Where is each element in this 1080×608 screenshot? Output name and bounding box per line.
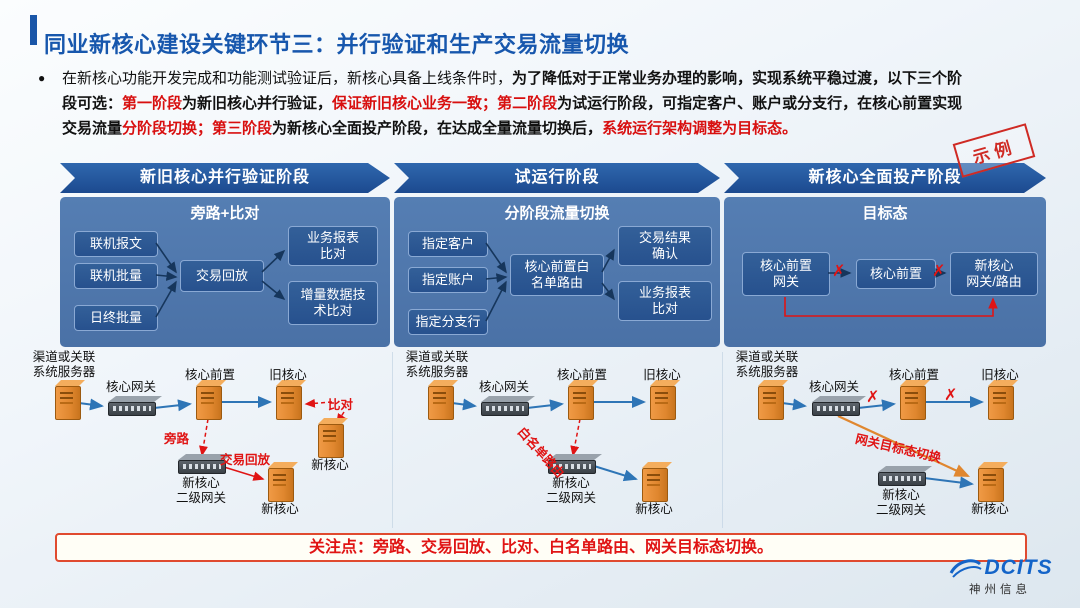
network-switch-icon: [178, 460, 226, 474]
new-core-label: 新核心: [635, 502, 673, 516]
intro-seg: 为新旧核心并行验证，: [182, 95, 333, 112]
old-core-label: 旧核心: [269, 368, 307, 382]
replay-label: 交易回放: [220, 453, 271, 467]
flow-box: 核心前置: [856, 259, 936, 289]
old-core-label: 旧核心: [643, 368, 681, 382]
output-box: 业务报表 比对: [288, 226, 378, 266]
logo-swoosh-icon: [949, 559, 982, 578]
core-gateway-label: 核心网关: [478, 380, 529, 394]
input-box: 联机批量: [74, 263, 158, 289]
new-core-label: 新核心: [971, 502, 1009, 516]
output-box: 增量数据技 术比对: [288, 281, 378, 325]
intro-seg: 为试运行阶段，可指定客户、账户或分支行，在核心前置实现交易流量: [62, 95, 963, 137]
blocked-x-icon: ✗: [832, 263, 846, 280]
server-icon: [642, 468, 668, 502]
logo-company-name: 神州信息: [969, 584, 1031, 596]
core-front-label: 核心前置: [556, 368, 607, 382]
input-box: 指定账户: [408, 267, 488, 293]
bullet-icon: ●: [38, 71, 46, 85]
panel-title-3: 目标态: [862, 205, 908, 222]
blocked-x-icon: ✗: [944, 387, 958, 404]
source-server-label: 渠道或关联 系统服务器: [405, 350, 469, 379]
network-switch-icon: [878, 472, 926, 486]
flow-box: 新核心 网关/路由: [950, 252, 1038, 296]
output-box: 业务报表 比对: [618, 281, 712, 321]
output-box: 交易结果 确认: [618, 226, 712, 266]
server-icon: [978, 468, 1004, 502]
stage-header-3: 新核心全面投产阶段: [724, 163, 1046, 193]
blocked-x-icon: ✗: [932, 263, 946, 280]
whitelist-route-label: 白名单路由: [514, 424, 567, 481]
server-icon: [55, 386, 81, 420]
column-divider: [392, 352, 393, 528]
intro-seg: 为了降低对于正常业务办理的影响，实现系统平稳过渡，以下三个阶段可选：: [62, 70, 963, 112]
column-divider: [722, 352, 723, 528]
source-server-label: 渠道或关联 系统服务器: [735, 350, 799, 379]
intro-seg: 分阶段切换；: [122, 120, 213, 137]
logo-text: DCITS: [984, 556, 1053, 579]
page-title: 同业新核心建设关键环节三：并行验证和生产交易流量切换: [44, 31, 630, 57]
stage-panel-1: 旁路+比对 联机报文 联机批量 日终批量 交易回放 业务报表 比对 增量数据技 …: [60, 197, 390, 347]
secondary-gateway-label: 新核心 二级网关: [545, 476, 596, 505]
intro-seg: 第一阶段: [122, 95, 183, 112]
server-icon: [318, 424, 344, 458]
server-icon: [758, 386, 784, 420]
stage-panel-2: 分阶段流量切换 指定客户 指定账户 指定分支行 核心前置白 名单路由 交易结果 …: [394, 197, 720, 347]
server-icon: [268, 468, 294, 502]
old-core-label: 旧核心: [981, 368, 1019, 382]
core-gateway-label: 核心网关: [105, 380, 156, 394]
network-switch-icon: [108, 402, 156, 416]
core-front-label: 核心前置: [184, 368, 235, 382]
input-box: 日终批量: [74, 305, 158, 331]
new-core-label: 新核心: [311, 458, 349, 472]
intro-seg: 为新核心全面投产阶段，在达成全量流量切换后，: [272, 120, 603, 137]
compare-label: 比对: [328, 398, 354, 412]
server-icon: [988, 386, 1014, 420]
stage-panel-3: 目标态 核心前置 网关 核心前置 新核心 网关/路由: [724, 197, 1046, 347]
network-switch-icon: [481, 402, 529, 416]
process-box: 核心前置白 名单路由: [510, 254, 604, 296]
intro-paragraph: 在新核心功能开发完成和功能测试验证后，新核心具备上线条件时，为了降低对于正常业务…: [62, 66, 974, 141]
new-core-label: 新核心: [261, 502, 299, 516]
focus-note-banner: 关注点：旁路、交易回放、比对、白名单路由、网关目标态切换。: [55, 533, 1027, 562]
stage-header-1: 新旧核心并行验证阶段: [60, 163, 390, 193]
intro-seg: 系统运行架构调整为目标态。: [602, 120, 798, 137]
title-accent-bar: [30, 15, 37, 45]
input-box: 指定客户: [408, 231, 488, 257]
panel-title-2: 分阶段流量切换: [504, 205, 610, 222]
intro-seg: 在新核心功能开发完成和功能测试验证后，新核心具备上线条件时，: [62, 70, 513, 87]
blocked-x-icon: ✗: [866, 389, 880, 406]
intro-seg: 第二阶段: [497, 95, 558, 112]
intro-seg: 第三阶段: [212, 120, 273, 137]
server-icon: [568, 386, 594, 420]
secondary-gateway-label: 新核心 二级网关: [875, 488, 926, 517]
stage-header-2: 试运行阶段: [394, 163, 720, 193]
core-gateway-label: 核心网关: [808, 380, 859, 394]
server-icon: [900, 386, 926, 420]
bypass-label: 旁路: [164, 432, 190, 446]
flow-box: 核心前置 网关: [742, 252, 830, 296]
network-switch-icon: [812, 402, 860, 416]
server-icon: [196, 386, 222, 420]
intro-seg: 保证新旧核心业务一致；: [332, 95, 498, 112]
process-box: 交易回放: [180, 260, 264, 292]
source-server-label: 渠道或关联 系统服务器: [32, 350, 96, 379]
server-icon: [428, 386, 454, 420]
input-box: 联机报文: [74, 231, 158, 257]
server-icon: [276, 386, 302, 420]
secondary-gateway-label: 新核心 二级网关: [175, 476, 226, 505]
gateway-target-switch-label: 网关目标态切换: [853, 431, 943, 466]
server-icon: [650, 386, 676, 420]
panel-title-1: 旁路+比对: [190, 205, 260, 222]
company-logo: DCITS 神州信息: [933, 556, 1067, 597]
input-box: 指定分支行: [408, 309, 488, 335]
core-front-label: 核心前置: [888, 368, 939, 382]
